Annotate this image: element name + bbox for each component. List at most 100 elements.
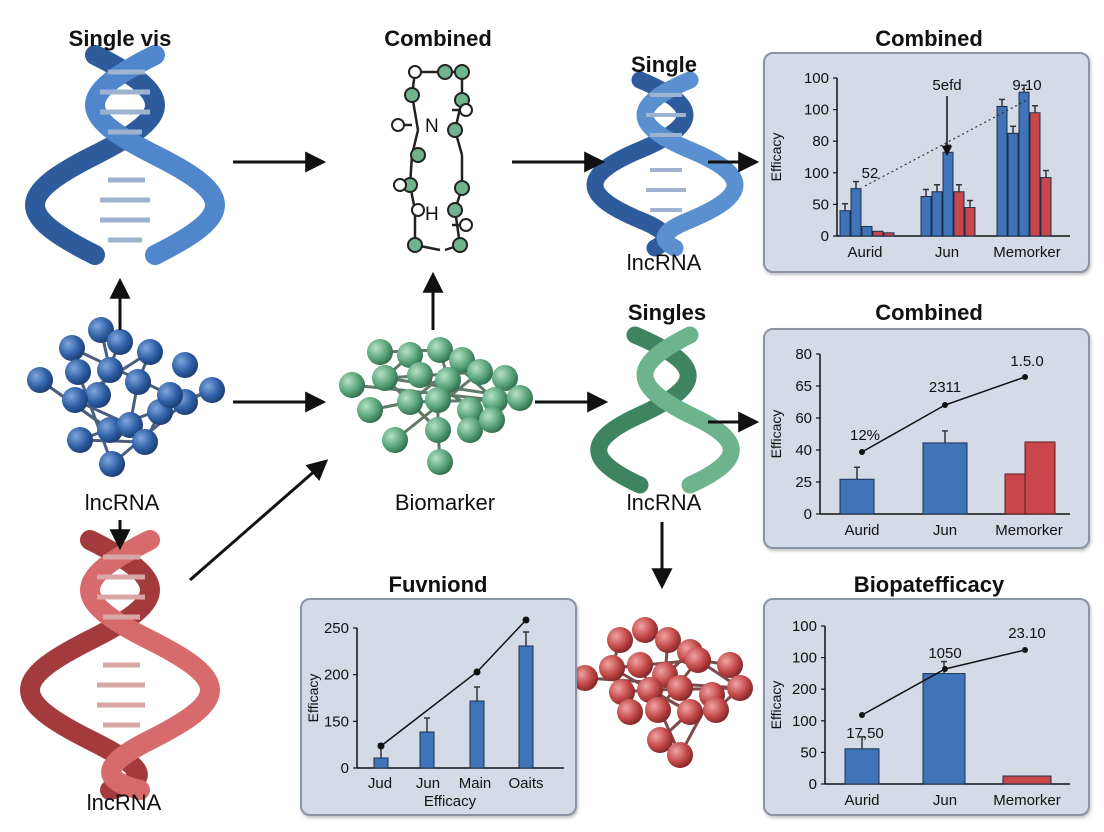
atom-sphere (685, 647, 711, 673)
atom-sphere (65, 359, 91, 385)
bond (649, 686, 741, 692)
y-tick-label: 150 (324, 713, 349, 730)
bar (872, 230, 884, 237)
y-tick-label: 200 (792, 681, 817, 698)
atom-sphere (479, 407, 505, 433)
atom-sphere (482, 387, 508, 413)
y-tick-label: 250 (324, 620, 349, 637)
trend-point (1022, 647, 1028, 653)
atom-sphere (157, 382, 183, 408)
atom-sphere (99, 451, 125, 477)
atom-sphere (617, 699, 643, 725)
chemical-atoms (391, 64, 473, 253)
atom-circle (407, 237, 423, 253)
atom-sphere (492, 365, 518, 391)
bar (839, 210, 851, 237)
label-combined-top: Combined (384, 26, 492, 51)
chart2-title: Combined (875, 300, 983, 325)
y-tick-label: 50 (800, 744, 817, 761)
atom-circle (404, 87, 420, 103)
molecule-n-atom: N (425, 116, 439, 137)
label-lncrna-mid: lncRNA (626, 490, 702, 515)
bar (373, 757, 389, 769)
data-label: 23.10 (1008, 625, 1046, 642)
atom-sphere (632, 617, 658, 643)
y-tick-label: 80 (795, 346, 812, 363)
atom-sphere (645, 697, 671, 723)
atom-sphere (609, 679, 635, 705)
label-lncrna-left: lncRNA (84, 490, 160, 515)
blue-dna-helix (25, 45, 225, 265)
bar (839, 478, 875, 515)
x-tick-label: Main (459, 775, 492, 792)
chart1-title: Combined (875, 26, 983, 51)
atom-sphere (627, 652, 653, 678)
atom-sphere (677, 699, 703, 725)
x-tick-label: Memorker (993, 244, 1061, 261)
atom-sphere (572, 665, 598, 691)
data-label: 1.5.0 (1010, 353, 1043, 370)
x-tick-label: Jun (935, 244, 959, 261)
y-tick-label: 0 (341, 760, 349, 777)
atom-sphere (457, 397, 483, 423)
flow-arrows (109, 151, 760, 590)
y-tick-label: 100 (792, 618, 817, 635)
bar (469, 700, 485, 769)
data-label: 52 (862, 165, 879, 182)
trend-point (377, 742, 385, 750)
bar (1024, 441, 1056, 515)
atom-sphere (637, 677, 663, 703)
atom-sphere (407, 362, 433, 388)
x-tick-label: Memorker (995, 522, 1063, 539)
bar (1004, 473, 1026, 515)
atom-sphere (607, 627, 633, 653)
chart3-title: Fuvniond (388, 572, 488, 597)
trend-line (864, 99, 1028, 187)
atom-sphere (372, 365, 398, 391)
trend-point (473, 668, 481, 676)
trend-point (942, 666, 948, 672)
red-molecule-cluster (572, 617, 753, 768)
atom-sphere (667, 742, 693, 768)
atom-circle-hollow (459, 218, 473, 232)
x-tick-label: Aurid (844, 792, 879, 809)
atom-sphere (97, 417, 123, 443)
y-tick-label: 100 (792, 650, 817, 667)
atom-sphere (59, 335, 85, 361)
atom-sphere (117, 412, 143, 438)
atom-sphere (107, 329, 133, 355)
atom-sphere (367, 339, 393, 365)
atom-sphere (703, 697, 729, 723)
atom-sphere (427, 337, 453, 363)
y-axis-label: Efficacy (768, 681, 784, 730)
green-dna-helix (590, 326, 740, 494)
atom-circle-hollow (459, 103, 473, 117)
atom-sphere (97, 357, 123, 383)
atom-sphere (199, 377, 225, 403)
x-tick-label: Jun (933, 792, 957, 809)
atom-circle (447, 122, 463, 138)
red-dna-helix (20, 530, 220, 800)
atom-circle-hollow (408, 65, 422, 79)
atom-sphere (27, 367, 53, 393)
label-biomarker: Biomarker (394, 490, 496, 515)
atom-sphere (507, 385, 533, 411)
y-tick-label: 200 (324, 667, 349, 684)
molecule-h-atom: H (425, 204, 439, 225)
atom-sphere (137, 339, 163, 365)
x-axis-label: Efficacy (424, 793, 477, 810)
data-label: 5efd (932, 77, 961, 94)
trend-point (859, 712, 865, 718)
trend-point (859, 449, 865, 455)
data-label: 1050 (928, 645, 961, 662)
atom-circle-hollow (411, 203, 425, 217)
y-tick-label: 50 (812, 196, 829, 213)
bar (931, 191, 943, 237)
y-tick-label: 60 (795, 410, 812, 427)
atom-circle (454, 64, 470, 80)
atom-sphere (397, 389, 423, 415)
x-tick-label: Jud (368, 775, 392, 792)
